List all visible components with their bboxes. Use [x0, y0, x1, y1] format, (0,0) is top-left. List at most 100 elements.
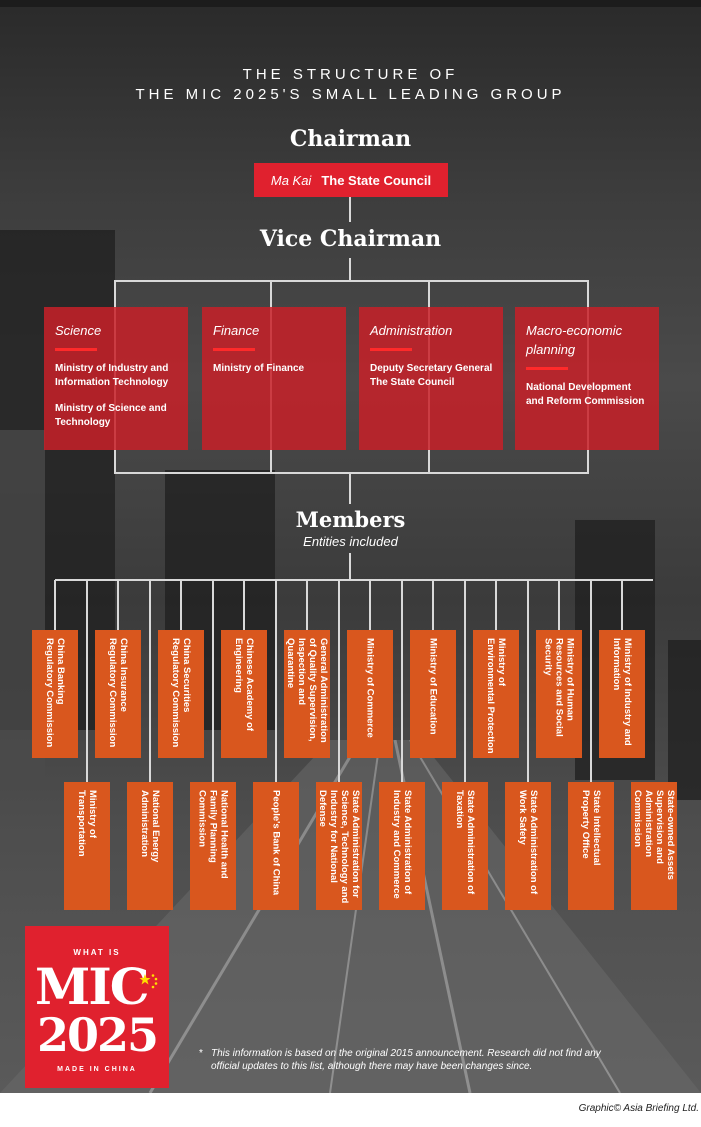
member-label: State-owned Assets Supervision and Admin… [632, 790, 676, 880]
member-box: National Health and Family Planning Comm… [190, 782, 236, 910]
member-label: General Administration of Quality Superv… [285, 638, 329, 743]
connector-line [86, 580, 88, 782]
member-label: State Administration for Science, Techno… [317, 790, 361, 904]
vice-chairman-heading: Vice Chairman [259, 226, 442, 252]
connector-line [338, 580, 340, 782]
title-line-1: THE STRUCTURE OF [242, 66, 459, 83]
member-label: Ministry of Environmental Protection [485, 638, 507, 754]
logo-top-text: WHAT IS [73, 948, 121, 957]
member-box: State Intellectual Property Office [568, 782, 614, 910]
member-box: Ministry of Industry and Information [599, 630, 645, 758]
member-label: State Administration of Work Safety [517, 790, 539, 895]
connector-line [369, 580, 371, 630]
connector-line [621, 580, 623, 630]
vice-chairman-group-science: Science Ministry of Industry and Informa… [44, 307, 188, 450]
members-heading: Members [295, 507, 406, 532]
footnote-asterisk: * [199, 1048, 203, 1059]
member-box: Chinese Academy of Engineering [221, 630, 267, 758]
connector-line [180, 580, 182, 630]
group-area-label: Finance [213, 323, 260, 338]
connector-line [275, 580, 277, 782]
connector-line [306, 580, 308, 630]
chairman-box: Ma Kai The State Council [254, 163, 448, 197]
accent-bar [55, 348, 97, 351]
accent-bar [370, 348, 412, 351]
member-box: China Insurance Regulatory Commission [95, 630, 141, 758]
member-label: Ministry of Transportation [76, 790, 98, 857]
member-box: Ministry of Human Resources and Social S… [536, 630, 582, 758]
group-entity: National Development and Reform Commissi… [526, 382, 645, 407]
member-label: State Administration of Taxation [454, 790, 476, 895]
connector-line [401, 580, 403, 782]
connector-line [55, 579, 653, 581]
connector-line [149, 580, 151, 782]
connector-line [349, 258, 351, 280]
member-label: National Energy Administration [139, 790, 161, 863]
footnote-text: This information is based on the origina… [211, 1048, 601, 1072]
group-entity: Ministry of Finance [213, 363, 305, 374]
chairman-org: The State Council [321, 172, 432, 188]
member-label: Chinese Academy of Engineering [233, 638, 255, 732]
members-subheading: Entities included [303, 534, 398, 549]
member-box: State Administration of Work Safety [505, 782, 551, 910]
mic-2025-logo: WHAT IS MIC 2025 MADE IN CHINA [25, 926, 169, 1088]
connector-line [114, 472, 589, 474]
member-box: Ministry of Education [410, 630, 456, 758]
chairman-heading: Chairman [289, 126, 412, 152]
background-building [668, 640, 701, 800]
accent-bar [526, 367, 568, 370]
accent-bar [213, 348, 255, 351]
vice-chairman-group-macro-economic-planning: Macro-economic planning National Develop… [515, 307, 659, 450]
member-box: Ministry of Environmental Protection [473, 630, 519, 758]
infographic-poster: THE STRUCTURE OF THE MIC 2025'S SMALL LE… [0, 0, 701, 1093]
logo-mic-text: MIC [35, 957, 150, 1016]
logo-bottom-text: MADE IN CHINA [57, 1066, 137, 1073]
member-label: China Securities Regulatory Commission [170, 638, 192, 748]
graphic-credit: Graphic© Asia Briefing Ltd. [578, 1103, 699, 1114]
member-label: China Banking Regulatory Commission [44, 638, 66, 748]
group-entity: Ministry of Science and Technology [55, 403, 167, 428]
group-entity: Deputy Secretary General The State Counc… [370, 363, 493, 388]
group-area-label: Administration [370, 323, 453, 338]
vice-chairman-group-finance: Finance Ministry of Finance [202, 307, 346, 450]
member-label: Ministry of Education [427, 638, 439, 735]
connector-line [117, 580, 119, 630]
connector-line [432, 580, 434, 630]
vice-chairman-group-administration: Administration Deputy Secretary General … [359, 307, 503, 450]
group-area-label: Macro-economic planning [526, 323, 623, 357]
connector-line [243, 580, 245, 630]
connector-line [349, 553, 351, 580]
member-box: State-owned Assets Supervision and Admin… [631, 782, 677, 910]
member-box: Ministry of Transportation [64, 782, 110, 910]
member-box: National Energy Administration [127, 782, 173, 910]
connector-line [349, 197, 351, 222]
member-label: State Administration of Industry and Com… [391, 790, 413, 899]
member-label: Ministry of Industry and Information [611, 638, 633, 746]
connector-line [114, 280, 589, 282]
member-label: People's Bank of China [270, 790, 282, 896]
connector-line [590, 580, 592, 782]
connector-line [349, 474, 351, 504]
connector-line [527, 580, 529, 782]
member-box: China Securities Regulatory Commission [158, 630, 204, 758]
footnote: * This information is based on the origi… [199, 1047, 619, 1073]
member-box: General Administration of Quality Superv… [284, 630, 330, 758]
logo-year-text: 2025 [36, 1008, 159, 1062]
member-label: China Insurance Regulatory Commission [107, 638, 129, 748]
member-label: National Health and Family Planning Comm… [196, 790, 230, 879]
member-box: State Administration of Industry and Com… [379, 782, 425, 910]
connector-line [558, 580, 560, 630]
member-label: State Intellectual Property Office [580, 790, 602, 866]
connector-line [495, 580, 497, 630]
member-box: State Administration of Taxation [442, 782, 488, 910]
member-box: People's Bank of China [253, 782, 299, 910]
member-label: Ministry of Commerce [364, 638, 376, 738]
connector-line [464, 580, 466, 782]
member-label: Ministry of Human Resources and Social S… [542, 638, 576, 737]
connector-line [54, 580, 56, 630]
member-box: China Banking Regulatory Commission [32, 630, 78, 758]
group-entity: Ministry of Industry and Information Tec… [55, 363, 169, 388]
china-stars-icon [139, 974, 158, 989]
top-bar [0, 0, 701, 7]
member-box: State Administration for Science, Techno… [316, 782, 362, 910]
